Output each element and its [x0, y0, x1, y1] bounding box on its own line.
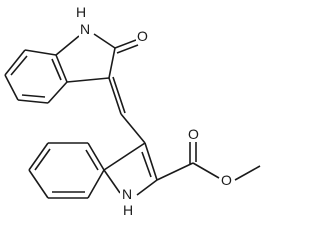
lower-ring-n-text: N	[122, 186, 132, 202]
ketone-group	[114, 39, 139, 54]
upper-ring-n-text: N	[80, 21, 90, 37]
oxindole-five-ring	[55, 33, 116, 83]
bond	[28, 169, 49, 199]
atom-labels: H N O N H O O	[76, 4, 234, 218]
ester-o-label: O	[220, 172, 234, 188]
double-bond-inner	[85, 149, 99, 171]
bond	[55, 35, 80, 56]
bond	[156, 162, 194, 181]
bond	[17, 99, 49, 104]
carbonyl-o-label: O	[187, 126, 201, 142]
indole-five-ring	[103, 142, 158, 196]
bond	[103, 142, 146, 171]
upper-ring-nh-h-text: H	[76, 4, 86, 20]
bond	[4, 49, 26, 76]
bond	[120, 113, 146, 144]
bond	[28, 142, 49, 171]
indole-benzene-ring	[28, 142, 105, 199]
bond	[103, 169, 121, 194]
bond	[47, 81, 68, 104]
bond	[136, 179, 158, 196]
bond	[108, 47, 116, 79]
oxindole-benzene-ring	[4, 49, 68, 104]
molecular-structure-diagram: H N O N H O O	[4, 4, 261, 218]
exocyclic-double-bond	[112, 76, 126, 114]
double-bond-inner	[51, 58, 62, 81]
bond	[234, 165, 261, 181]
double-bond	[114, 39, 137, 49]
double-bond-inner	[21, 94, 46, 98]
double-bond-inner	[10, 55, 28, 76]
bond	[24, 49, 57, 56]
double-bond	[116, 44, 139, 54]
lower-ring-nh-label: N H	[120, 186, 136, 218]
bond	[4, 74, 19, 101]
double-bond-inner	[141, 151, 152, 178]
bond	[87, 142, 105, 171]
exocyclic-double-bond	[108, 77, 122, 115]
bond	[144, 142, 158, 181]
ketone-o-label: O	[136, 28, 150, 44]
ester-o-text: O	[221, 172, 232, 188]
ketone-o-text: O	[137, 28, 148, 44]
bond	[55, 54, 68, 83]
carbonyl-o-text: O	[188, 126, 199, 142]
bond	[87, 169, 105, 199]
bond	[66, 77, 110, 83]
lower-ring-nh-h-text: H	[123, 202, 133, 218]
upper-ring-nh-label: H N	[76, 4, 93, 37]
bond	[93, 33, 116, 49]
double-bond-inner	[34, 148, 51, 171]
oxindole-unit	[4, 33, 139, 104]
methylidene-bridge	[108, 76, 146, 144]
bond	[192, 162, 220, 179]
methyl-ester-group	[156, 142, 261, 181]
indole-unit	[28, 142, 158, 199]
